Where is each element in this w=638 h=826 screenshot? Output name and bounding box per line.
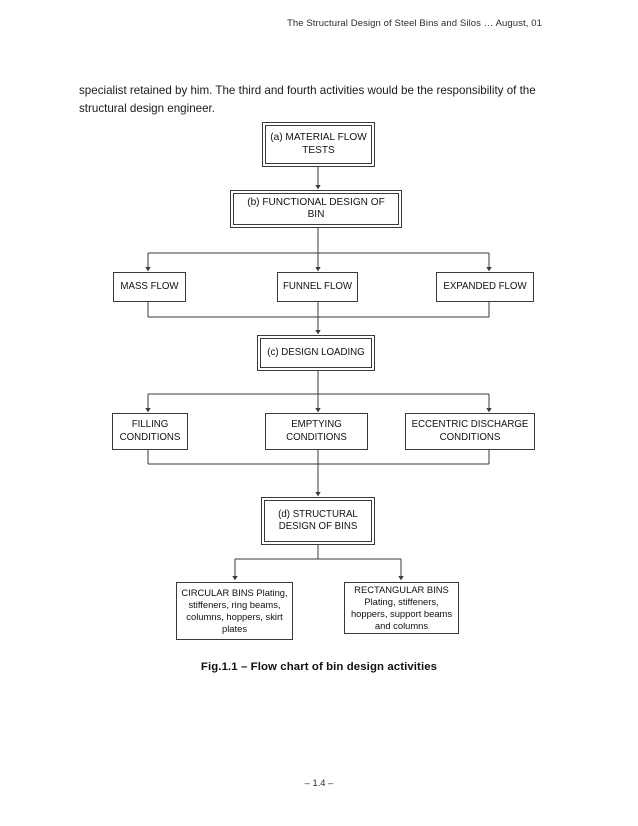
page-footer: – 1.4 – [304,777,334,788]
flowchart-figure: (a) MATERIAL FLOW TESTS (b) FUNCTIONAL D… [112,122,535,640]
node-rectangular-bins[interactable]: RECTANGULAR BINS Plating, stiffeners, ho… [344,582,459,634]
flowchart-connectors [145,167,492,581]
node-circular-bins[interactable]: CIRCULAR BINS Plating, stiffeners, ring … [176,582,293,640]
node-funnel-flow[interactable]: FUNNEL FLOW [277,272,358,302]
node-filling-conditions[interactable]: FILLING CONDITIONS [112,413,188,450]
node-d-structural-design[interactable]: (d) STRUCTURAL DESIGN OF BINS [261,497,375,545]
node-c-design-loading[interactable]: (c) DESIGN LOADING [257,335,375,371]
node-b-functional-design[interactable]: (b) FUNCTIONAL DESIGN OF BIN [230,190,402,228]
node-eccentric-discharge-conditions[interactable]: ECCENTRIC DISCHARGE CONDITIONS [405,413,535,450]
figure-caption: Fig.1.1 – Flow chart of bin design activ… [200,661,438,673]
node-expanded-flow[interactable]: EXPANDED FLOW [436,272,534,302]
page-header: The Structural Design of Steel Bins and … [286,18,542,29]
node-emptying-conditions[interactable]: EMPTYING CONDITIONS [265,413,368,450]
body-paragraph: specialist retained by him. The third an… [79,84,536,115]
node-mass-flow[interactable]: MASS FLOW [113,272,186,302]
node-a-material-flow-tests[interactable]: (a) MATERIAL FLOW TESTS [262,122,375,167]
